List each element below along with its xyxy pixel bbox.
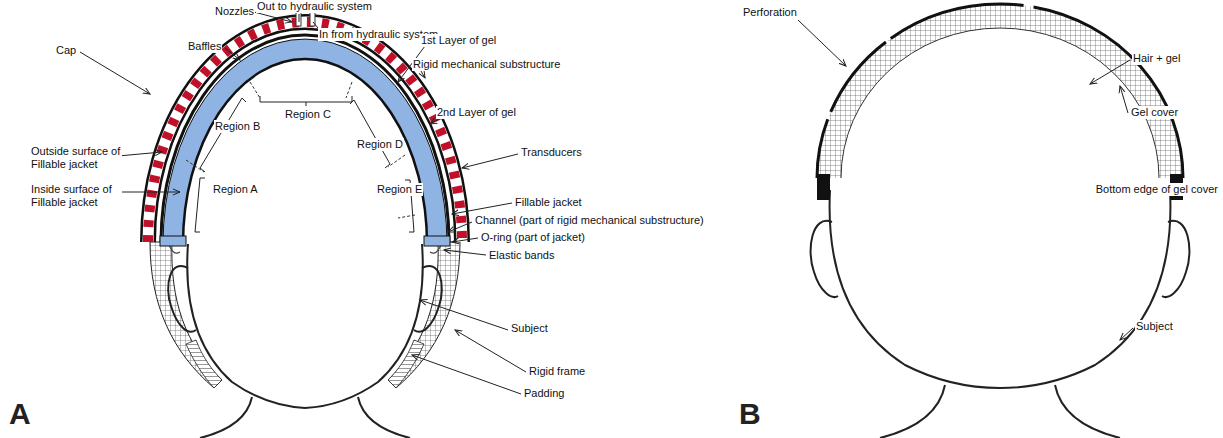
ear: [168, 266, 196, 332]
fillable-jacket: [173, 49, 437, 244]
part-label: Out to hydraulic system: [256, 0, 373, 13]
part-label: Rigid mechanical substructure: [412, 58, 561, 71]
part-label: Fillable jacket: [514, 196, 583, 209]
part-label: Baffles: [187, 40, 222, 53]
rigid-frame: [150, 242, 222, 388]
part-label: Bottom edge of gel cover: [1095, 183, 1219, 196]
part-label: Region A: [212, 183, 259, 196]
part-label: Region B: [214, 120, 261, 133]
part-label: Subject: [1135, 320, 1174, 333]
gel-cover-bottom-edge: [817, 174, 830, 200]
ear: [1162, 221, 1189, 297]
jacket-inside-surface: [183, 59, 427, 244]
part-label: Gel cover: [1130, 106, 1179, 119]
bracket: [260, 96, 352, 106]
part-label: Transducers: [520, 146, 583, 159]
bracket: [350, 100, 390, 168]
jacket-outside-surface: [163, 39, 447, 244]
bracket: [200, 98, 246, 172]
region-divider: [186, 82, 415, 218]
part-label: O-ring (part of jacket): [480, 231, 586, 244]
part-label: Elastic bands: [488, 249, 555, 262]
part-label: Region E: [376, 183, 423, 196]
neck: [200, 397, 410, 438]
part-label: Subject: [510, 322, 549, 335]
ear: [811, 221, 838, 297]
part-label: Perforation: [742, 6, 798, 19]
panel-letter: B: [738, 398, 762, 430]
part-label: Region D: [356, 138, 404, 151]
part-label: Hair + gel: [1132, 52, 1181, 65]
panel-letter: A: [8, 398, 32, 430]
head-outline: [187, 244, 422, 408]
part-label: Padding: [523, 387, 565, 400]
part-label: Rigid frame: [528, 365, 586, 378]
ear: [414, 266, 442, 332]
gel-inner-edge: [841, 28, 1159, 178]
head-outline: [830, 190, 1171, 388]
rigid-frame: [388, 242, 460, 388]
part-label: Nozzles: [214, 5, 255, 18]
hair-and-gel: [829, 16, 1171, 178]
neck: [880, 385, 1120, 438]
part-label: Cap: [55, 44, 77, 57]
leader-lines: [798, 20, 1186, 340]
part-label: 1st Layer of gel: [420, 34, 497, 47]
part-label: 2nd Layer of gel: [436, 106, 517, 119]
o-ring: [160, 236, 186, 246]
part-label: Inside surface of Fillable jacket: [30, 183, 122, 209]
bracket: [195, 178, 205, 232]
gel-cover: [817, 4, 1183, 178]
part-label: Outside surface of Fillable jacket: [30, 145, 122, 171]
o-ring: [424, 236, 450, 246]
part-label: Channel (part of rigid mechanical substr…: [474, 214, 705, 227]
part-label: Region C: [284, 108, 332, 121]
